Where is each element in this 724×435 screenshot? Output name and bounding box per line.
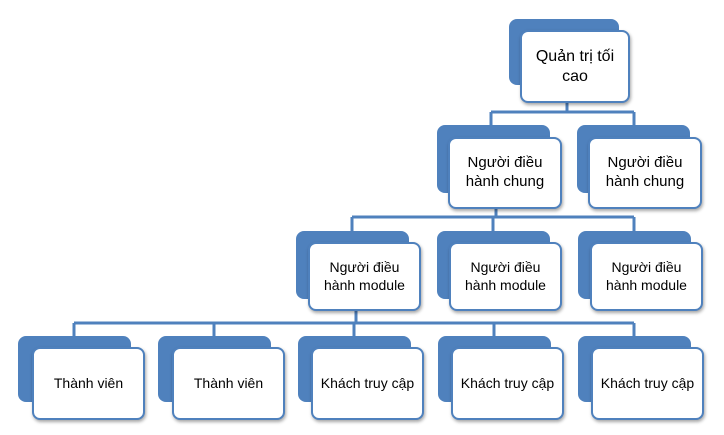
node-module-operator-1-label: Người điều hành module [308, 242, 421, 311]
node-member-1-label: Thành viên [32, 347, 145, 420]
node-module-operator-2: Người điều hành module [437, 231, 562, 311]
node-general-operator-2-label: Người điều hành chung [588, 137, 702, 209]
node-module-operator-3-label: Người điều hành module [590, 242, 703, 311]
node-member-2-label: Thành viên [172, 347, 285, 420]
node-visitor-3-label: Khách truy cập [591, 347, 704, 420]
node-general-operator-2: Người điều hành chung [577, 125, 702, 210]
node-member-2: Thành viên [158, 336, 285, 422]
node-visitor-2-label: Khách truy cập [451, 347, 564, 420]
node-member-1: Thành viên [18, 336, 145, 422]
node-visitor-1: Khách truy cập [298, 336, 425, 422]
node-root: Quản trị tối cao [509, 19, 630, 104]
node-visitor-3: Khách truy cập [578, 336, 705, 422]
node-module-operator-2-label: Người điều hành module [449, 242, 562, 311]
node-visitor-1-label: Khách truy cập [311, 347, 424, 420]
node-module-operator-1: Người điều hành module [296, 231, 421, 311]
node-general-operator-1: Người điều hành chung [437, 125, 562, 210]
node-root-label: Quản trị tối cao [520, 30, 630, 103]
node-general-operator-1-label: Người điều hành chung [448, 137, 562, 209]
node-module-operator-3: Người điều hành module [578, 231, 703, 311]
node-visitor-2: Khách truy cập [438, 336, 565, 422]
